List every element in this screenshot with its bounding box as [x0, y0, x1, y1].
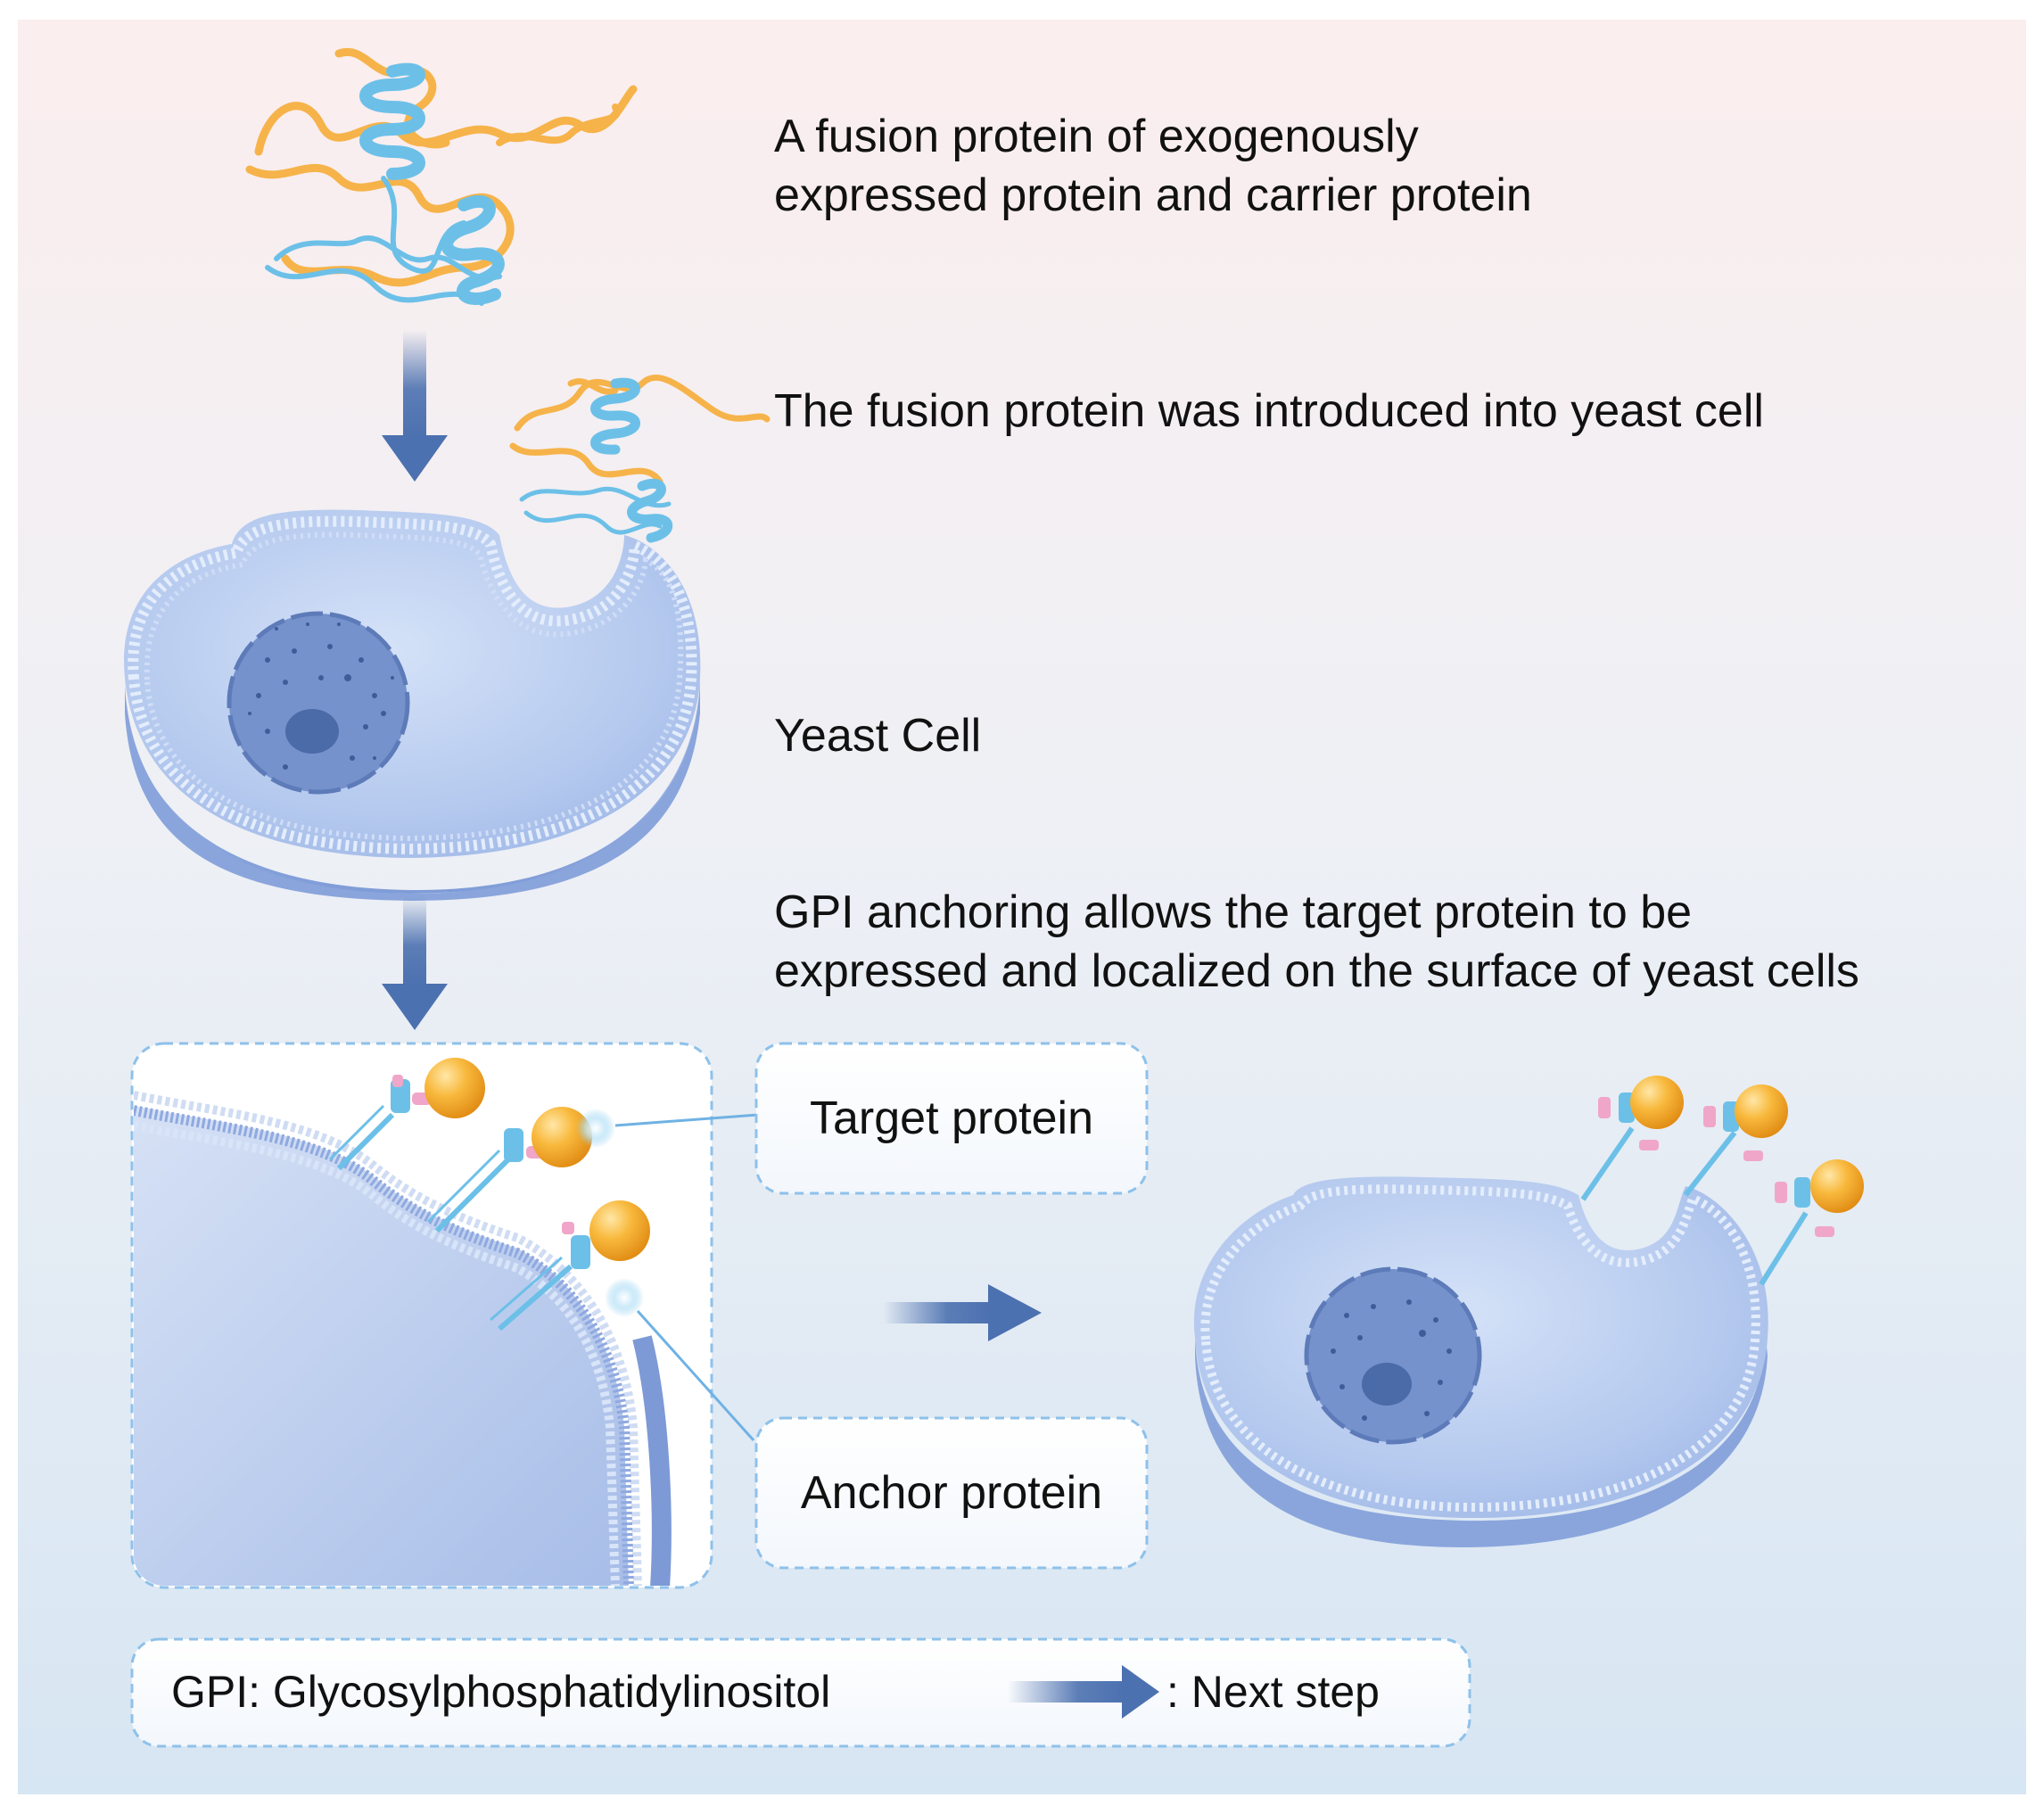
step3-caption-line1: GPI anchoring allows the target protein … [774, 886, 1693, 938]
legend-arrow-icon [1008, 1665, 1159, 1719]
surface-display-cell-illustration [1193, 1076, 1864, 1547]
yeast-cell-label: Yeast Cell [774, 710, 982, 762]
yeast-cell-illustration [124, 509, 701, 901]
step3-caption-line2: expressed and localized on the surface o… [774, 945, 1859, 997]
zoom-anchored-proteins [328, 1058, 650, 1332]
step1-caption-line1: A fusion protein of exogenously [774, 111, 1419, 162]
legend-box [130, 1637, 1471, 1748]
step2-caption: The fusion protein was introduced into y… [774, 385, 1764, 437]
anchor-callout-box [754, 1416, 1149, 1570]
arrow-step-2 [382, 896, 448, 1030]
target-callout-box [754, 1042, 1149, 1195]
legend-gpi-definition: GPI: Glycosylphosphatidylinositol [171, 1667, 831, 1717]
arrow-step-1 [382, 330, 448, 482]
fusion-protein-illustration [245, 47, 638, 306]
anchor-protein-label: Anchor protein [800, 1467, 1103, 1519]
arrow-step-3 [883, 1284, 1042, 1341]
fusion-protein-entering-icon [509, 375, 771, 543]
membrane-zoom-box [130, 1042, 713, 1589]
target-callout-line [614, 1113, 759, 1127]
anchor-callout-line [636, 1309, 755, 1442]
legend-next-step: : Next step [1166, 1667, 1380, 1717]
target-protein-label: Target protein [810, 1093, 1093, 1144]
step1-caption-line2: expressed protein and carrier protein [774, 169, 1532, 221]
